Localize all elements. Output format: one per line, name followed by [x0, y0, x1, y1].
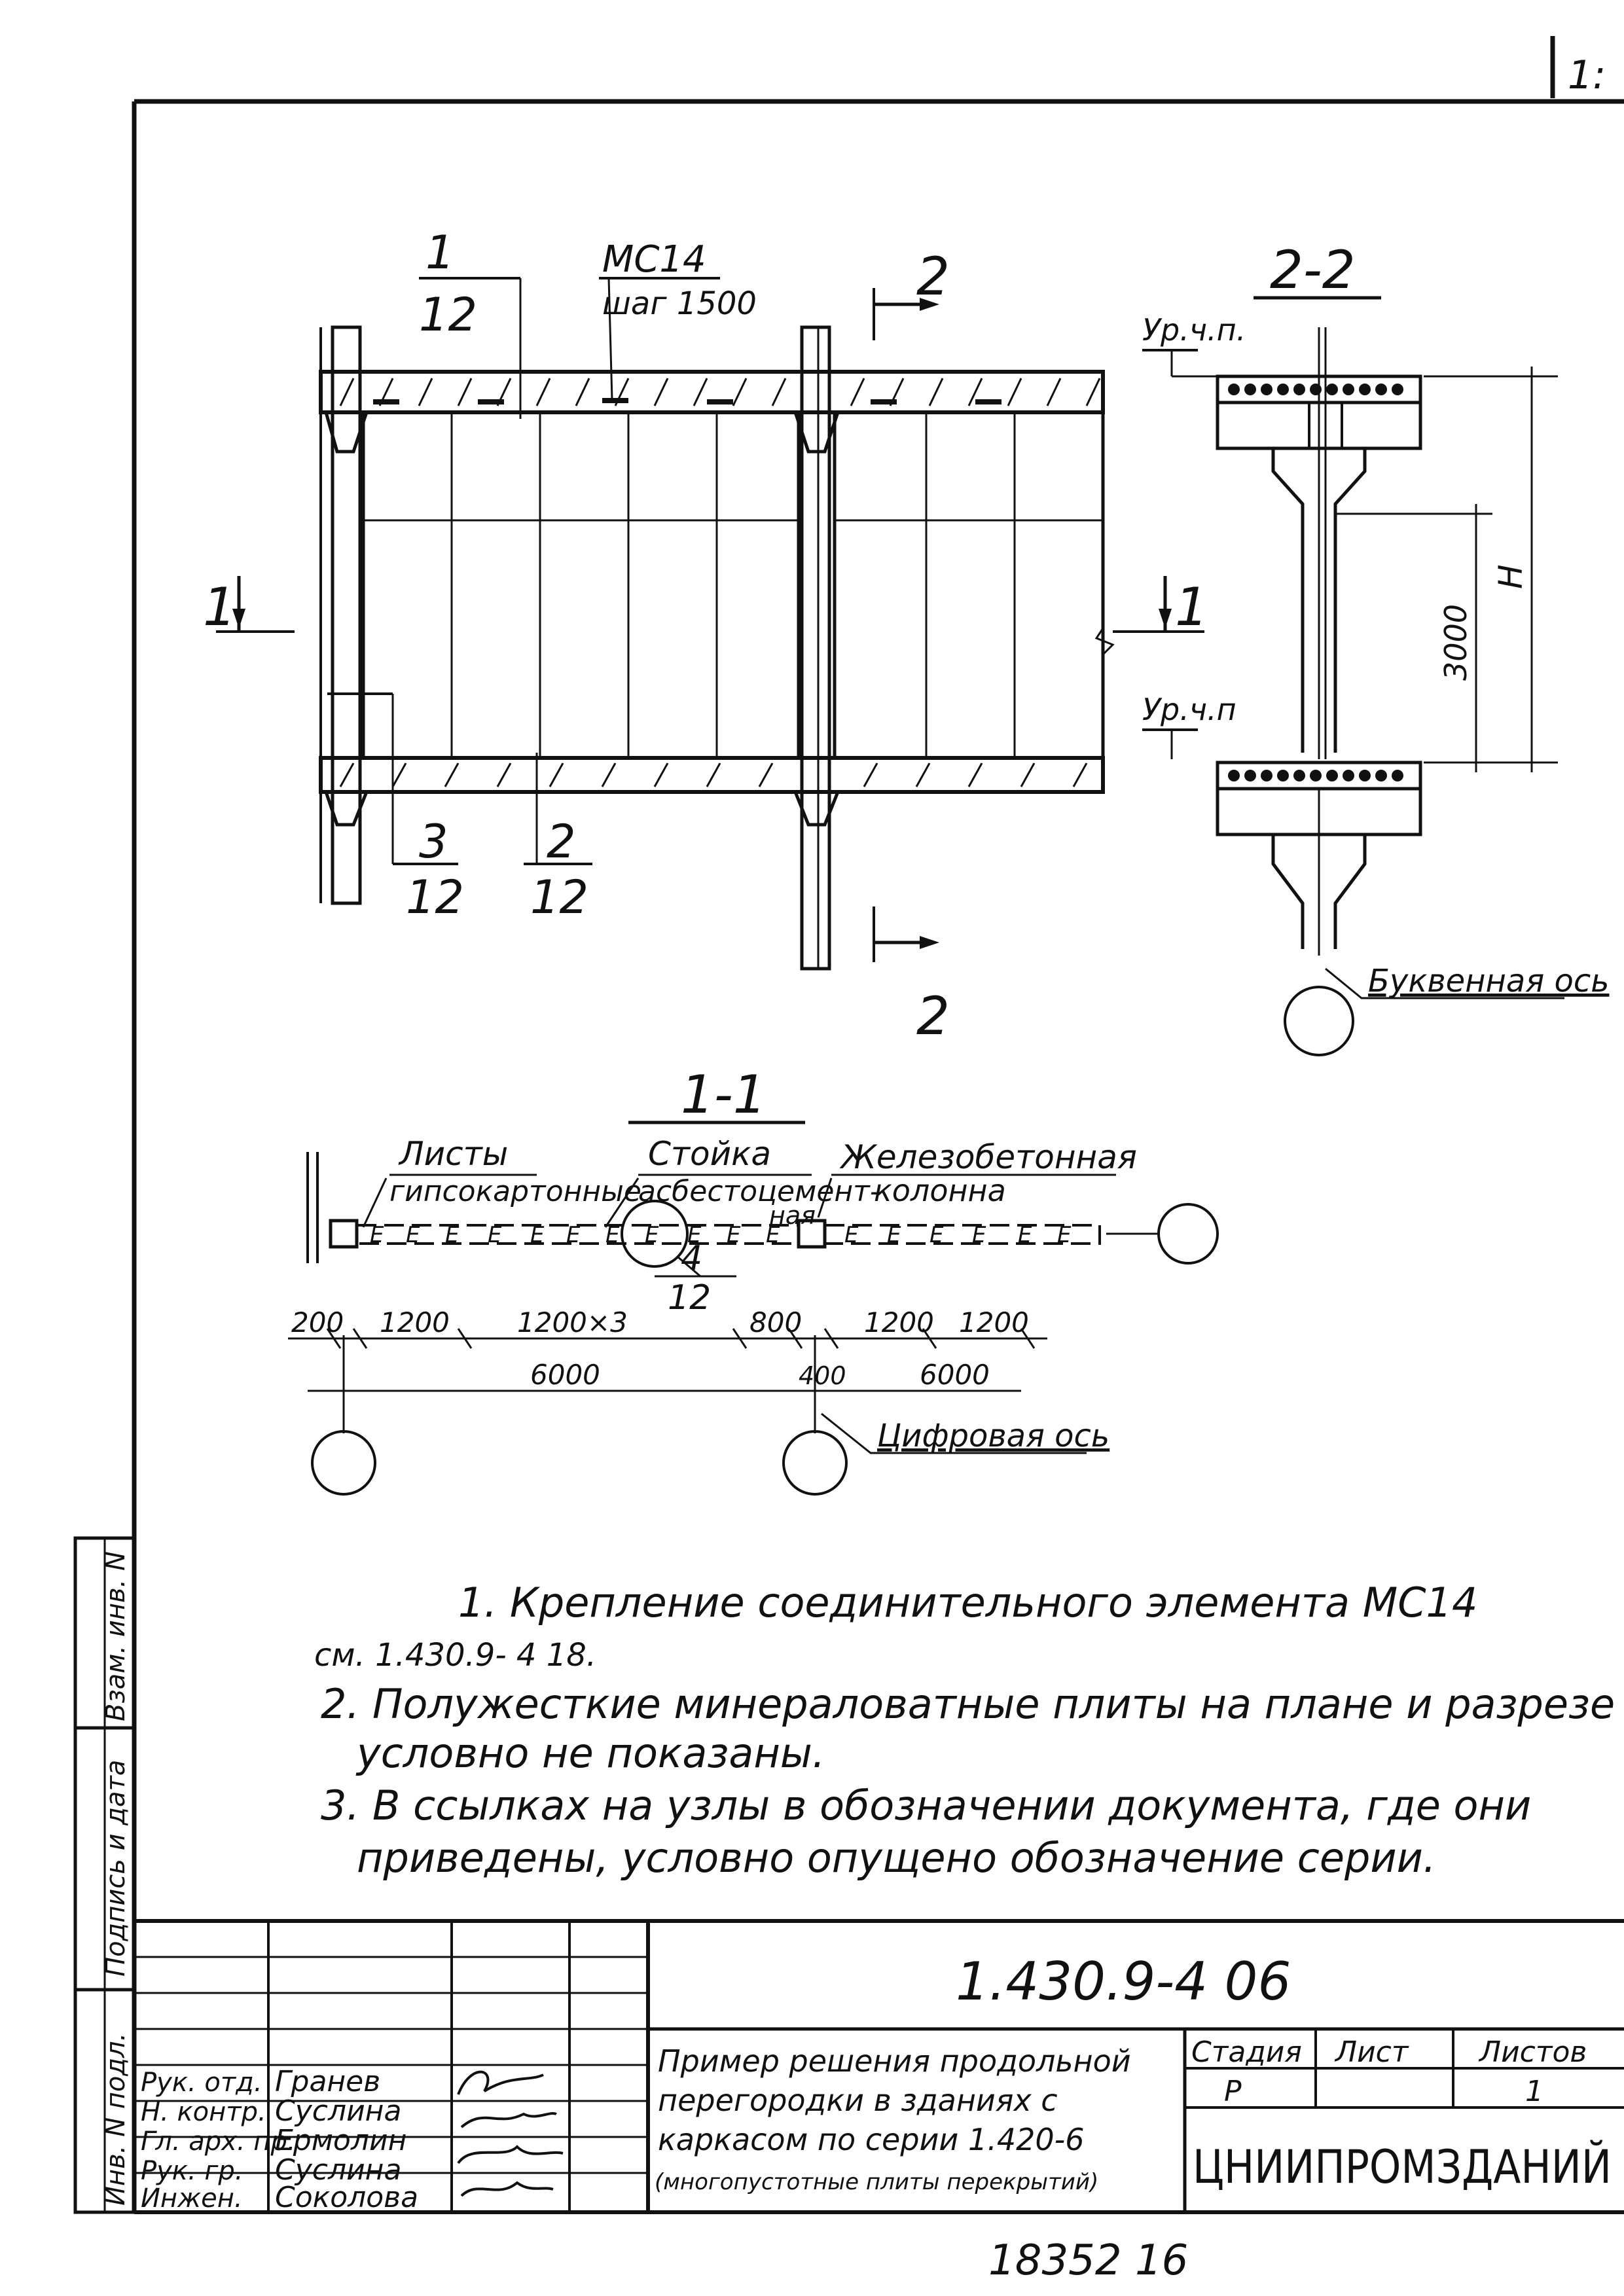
- organization-name: ЦНИИПРОМЗДАНИЙ: [1193, 2140, 1612, 2194]
- node-4-sheet: 12: [668, 1278, 711, 1318]
- stamp-sign-date: Подпись и дата: [101, 1760, 131, 1977]
- document-code: 1.430.9-4 06: [956, 1951, 1291, 2012]
- svg-text:E: E: [844, 1222, 859, 1248]
- role-1: Рук. отд.: [141, 2068, 262, 2098]
- stamp-vzam-inv: Взам. инв. N: [101, 1551, 131, 1721]
- svg-text:E: E: [445, 1222, 460, 1248]
- svg-text:E: E: [566, 1222, 581, 1248]
- node-4-number: 4: [681, 1239, 702, 1278]
- label-column-1: Железобетонная: [839, 1138, 1137, 1176]
- note-2-line-1: 2. Полужесткие минераловатные плиты на п…: [321, 1680, 1615, 1728]
- title-line-1: Пример решения продольной: [658, 2043, 1131, 2079]
- note-1-line-1: 1. Крепление соединительного элемента МС…: [458, 1579, 1477, 1626]
- sheet-header: Лист: [1334, 2036, 1409, 2069]
- svg-text:E: E: [929, 1222, 944, 1248]
- svg-text:E: E: [887, 1222, 901, 1248]
- digit-axis-label: Цифровая ось: [877, 1418, 1110, 1454]
- dim-1200x3: 1200×3: [517, 1306, 628, 1338]
- side-stamp: Инв. N подл. Подпись и дата Взам. инв. N: [73, 1536, 136, 2214]
- role-2: Н. контр.: [141, 2097, 266, 2127]
- svg-text:E: E: [530, 1222, 545, 1248]
- callout-mc14-label: МС14: [602, 238, 706, 281]
- level-bottom-label: Ур.ч.п: [1142, 692, 1236, 727]
- svg-text:E: E: [488, 1222, 502, 1248]
- callout-2-number: 2: [547, 815, 576, 869]
- section-mark-1-right: 1: [1175, 577, 1208, 637]
- role-4: Рук. гр.: [141, 2156, 244, 2186]
- label-sheets-2: гипсокартонные: [389, 1175, 641, 1208]
- callout-3-number: 3: [419, 815, 448, 869]
- title-line-4: (многопустотные плиты перекрытий): [655, 2169, 1098, 2195]
- svg-text:E: E: [1018, 1222, 1032, 1248]
- stage-value: Р: [1224, 2075, 1242, 2108]
- partition-elevation: 1 1 2 2 1 12 МС14 шаг 1500 3 12 2 12: [203, 226, 1208, 1047]
- section-mark-2-top: 2: [916, 246, 950, 307]
- section-mark-2-bottom: 2: [916, 986, 950, 1047]
- name-2: Суслина: [275, 2094, 401, 2128]
- note-3-line-2: приведены, условно опущено обозначение с…: [357, 1834, 1436, 1882]
- label-post-1: Стойка: [648, 1135, 771, 1173]
- svg-text:E: E: [687, 1222, 702, 1248]
- svg-text:E: E: [972, 1222, 986, 1248]
- notes: 1. Крепление соединительного элемента МС…: [314, 1579, 1615, 1882]
- title-block: 1.430.9-4 06 Рук. отд. Н. контр. Гл. арх…: [134, 1919, 1624, 2214]
- label-column-2: колонна: [874, 1173, 1006, 1208]
- sheets-value: 1: [1525, 2075, 1543, 2108]
- svg-text:E: E: [406, 1222, 420, 1248]
- section-2-2-title: 2-2: [1270, 240, 1356, 300]
- dim-6000-right: 6000: [920, 1359, 990, 1391]
- name-1: Гранев: [275, 2065, 380, 2098]
- section-1-1: 1-1 Листы гипсокартонные Стойка асбестоц…: [288, 1064, 1219, 1496]
- title-line-2: перегородки в зданиях с: [658, 2083, 1058, 2118]
- dim-6000-left: 6000: [530, 1359, 600, 1391]
- name-5: Соколова: [275, 2181, 418, 2214]
- note-1-line-2: см. 1.430.9- 4 18.: [314, 1637, 596, 1674]
- signatures: [457, 2070, 564, 2197]
- svg-text:E: E: [605, 1222, 620, 1248]
- callout-mc14-step: шаг 1500: [602, 285, 757, 322]
- callout-1-number: 1: [425, 226, 455, 279]
- level-top-label: Ур.ч.п.: [1142, 312, 1246, 348]
- callout-1-sheet: 12: [419, 288, 477, 342]
- role-5: Инжен.: [141, 2183, 243, 2214]
- letter-axis-label: Буквенная ось: [1368, 963, 1610, 999]
- svg-text:E: E: [1057, 1222, 1072, 1248]
- svg-text:E: E: [370, 1222, 384, 1248]
- dim-400: 400: [799, 1361, 846, 1390]
- svg-text:E: E: [727, 1222, 741, 1248]
- svg-text:E: E: [766, 1222, 780, 1248]
- dim-3000: 3000: [1438, 604, 1473, 681]
- section-1-1-title: 1-1: [681, 1064, 767, 1125]
- stage-header: Стадия: [1191, 2036, 1302, 2069]
- dim-1200-c: 1200: [959, 1306, 1029, 1338]
- callout-3-sheet: 12: [406, 870, 464, 924]
- stamp-inv-podl: Инв. N подл.: [101, 2033, 131, 2206]
- page-number: 1:: [1568, 52, 1606, 98]
- bottom-number: 18352 16: [988, 2236, 1188, 2285]
- name-4: Суслина: [275, 2153, 401, 2187]
- dim-1200-b: 1200: [864, 1306, 934, 1338]
- callout-2-sheet: 12: [530, 870, 588, 924]
- dim-200: 200: [291, 1306, 344, 1338]
- dim-H: H: [1492, 564, 1530, 589]
- title-line-3: каркасом по серии 1.420-6: [658, 2122, 1085, 2157]
- dim-1200-a: 1200: [380, 1306, 450, 1338]
- dim-800: 800: [749, 1306, 802, 1338]
- role-3: Гл. арх. пр.: [141, 2126, 296, 2157]
- section-2-2: 2-2 Ур.ч.п.: [1142, 240, 1610, 1056]
- note-3-line-1: 3. В ссылках на узлы в обозначении докум…: [321, 1782, 1531, 1829]
- section-mark-1-left: 1: [203, 577, 236, 637]
- note-2-line-2: условно не показаны.: [355, 1729, 825, 1777]
- label-post-2: асбестоцемент-: [638, 1175, 880, 1208]
- label-sheets-1: Листы: [398, 1135, 508, 1173]
- svg-text:E: E: [645, 1222, 659, 1248]
- sheets-header: Листов: [1478, 2036, 1587, 2069]
- name-3: Ермолин: [275, 2124, 406, 2157]
